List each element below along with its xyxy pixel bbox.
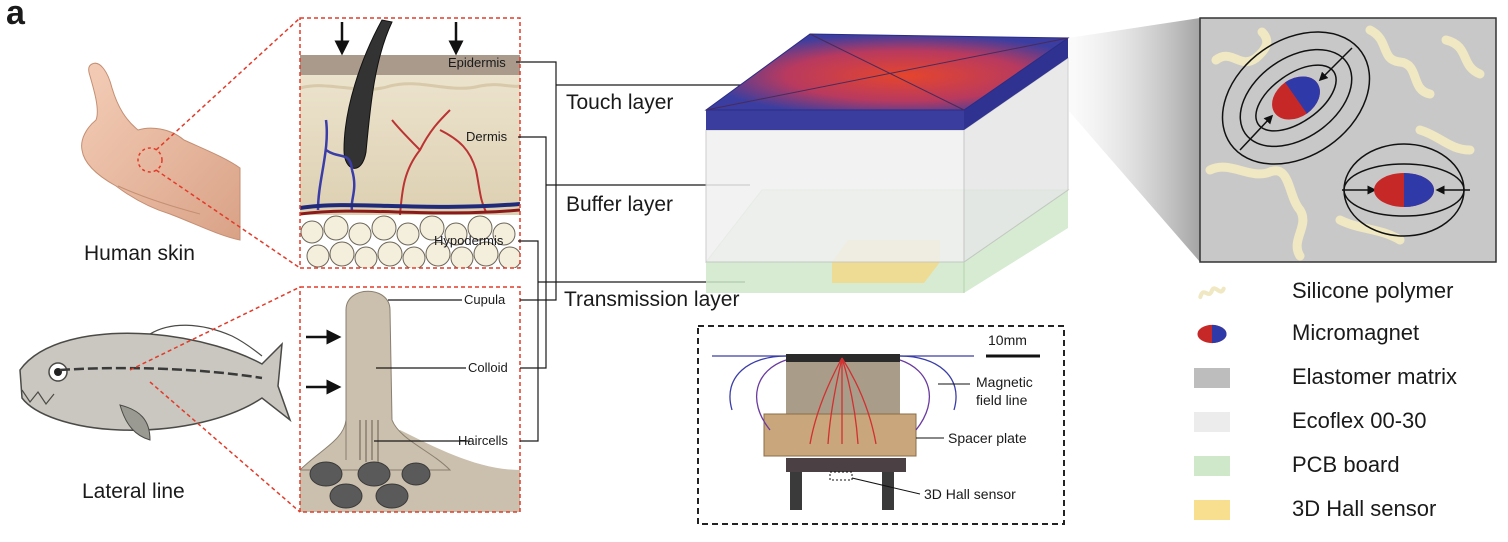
lateral-line-cross-section	[300, 287, 520, 512]
legend-item-micromagnet: Micromagnet	[1194, 318, 1494, 348]
hall-sensor-marker	[829, 471, 853, 481]
hand-zoom-circle	[137, 147, 163, 173]
label-scale-bar: 10mm	[988, 332, 1027, 348]
label-hypodermis: Hypodermis	[434, 233, 504, 248]
label-epidermis: Epidermis	[448, 55, 506, 70]
lateral-panel-frame	[299, 286, 521, 513]
skin-panel-frame	[299, 17, 521, 269]
swatch	[1194, 456, 1230, 476]
label-haircells: Haircells	[458, 433, 508, 448]
legend-item-silicone: Silicone polymer	[1194, 276, 1494, 306]
micromagnet-2	[1374, 173, 1434, 207]
label-transmission-layer: Transmission layer	[564, 288, 740, 311]
sensor-photo-inset	[697, 325, 1065, 525]
label-field-line-1: Magnetic	[976, 374, 1033, 390]
label-lateral-line: Lateral line	[82, 480, 185, 503]
micromagnet-icon	[1197, 324, 1227, 344]
legend-item-hall: 3D Hall sensor	[1194, 494, 1494, 524]
label-touch-layer: Touch layer	[566, 91, 674, 114]
legend-label: Elastomer matrix	[1292, 364, 1458, 389]
zoom-funnel	[1068, 18, 1200, 262]
label-dermis: Dermis	[466, 129, 508, 144]
micromagnet-panel	[1199, 17, 1497, 263]
label-hall-sensor: 3D Hall sensor	[924, 486, 1016, 502]
legend-item-pcb: PCB board	[1194, 450, 1494, 480]
layered-sensor	[704, 33, 1070, 293]
label-field-line-2: field line	[976, 392, 1028, 408]
swatch	[1194, 412, 1230, 432]
hand-illustration	[81, 62, 241, 241]
label-human-skin: Human skin	[84, 242, 195, 265]
legend-item-ecoflex: Ecoflex 00-30	[1194, 406, 1494, 436]
label-buffer-layer: Buffer layer	[566, 193, 673, 216]
legend-label: 3D Hall sensor	[1292, 496, 1437, 521]
legend-label: Silicone polymer	[1292, 278, 1454, 303]
label-spacer-plate: Spacer plate	[948, 430, 1027, 446]
legend-label: PCB board	[1292, 452, 1400, 477]
squiggle-icon	[1198, 286, 1226, 300]
legend-label: Micromagnet	[1292, 320, 1420, 345]
label-colloid: Colloid	[468, 360, 508, 375]
label-cupula: Cupula	[464, 292, 506, 307]
micromagnet-1	[1272, 76, 1320, 120]
swatch	[1194, 500, 1230, 520]
fish-illustration	[19, 324, 292, 441]
panel-letter: a	[6, 0, 25, 32]
swatch	[1194, 368, 1230, 388]
legend-item-elastomer: Elastomer matrix	[1194, 362, 1494, 392]
skin-cross-section	[300, 18, 520, 268]
legend-label: Ecoflex 00-30	[1292, 408, 1427, 433]
